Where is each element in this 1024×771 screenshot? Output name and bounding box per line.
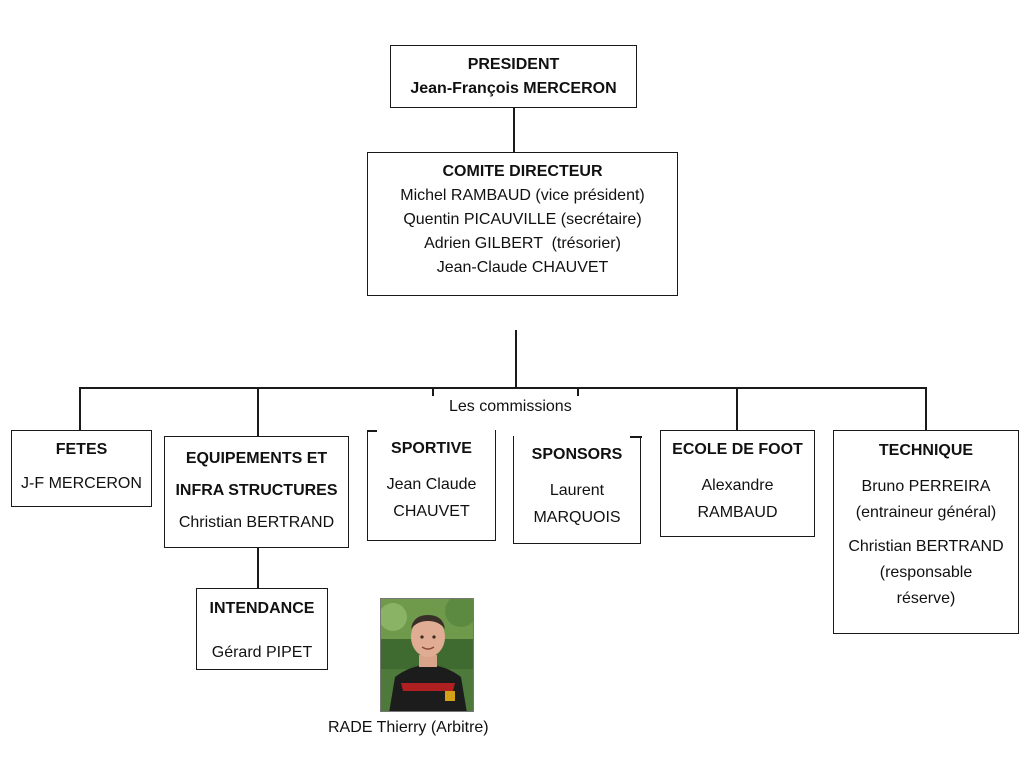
- connector-equipements-intendance: [257, 547, 259, 588]
- intendance-box: INTENDANCE Gérard PIPET: [196, 588, 328, 670]
- connector-technique: [925, 387, 927, 430]
- fetes-box: FETES J-F MERCERON: [11, 430, 152, 507]
- ecole-title: ECOLE DE FOOT: [672, 441, 803, 458]
- president-title: PRESIDENT: [467, 56, 560, 73]
- connector-ecole: [736, 387, 738, 430]
- technique-title: TECHNIQUE: [878, 442, 974, 459]
- technique-member: (entraineur général): [855, 504, 997, 521]
- technique-member: réserve): [896, 590, 956, 607]
- fetes-title: FETES: [55, 441, 108, 458]
- connector-president-comite: [513, 107, 515, 152]
- sportive-box: SPORTIVE Jean Claude CHAUVET: [366, 430, 496, 541]
- sponsors-box: SPONSORS Laurent MARQUOIS: [513, 436, 642, 544]
- equipements-box: EQUIPEMENTS ET INFRA STRUCTURES Christia…: [164, 436, 349, 548]
- connector-fetes: [79, 387, 81, 430]
- president-name: Jean-François MERCERON: [410, 80, 617, 97]
- fetes-member: J-F MERCERON: [21, 475, 142, 492]
- connector-sponsors: [577, 387, 579, 396]
- referee-photo: [380, 598, 474, 712]
- technique-member: (responsable: [879, 564, 973, 581]
- connector-equipements: [257, 387, 259, 436]
- comite-member: Michel RAMBAUD (vice président): [400, 187, 645, 204]
- ecole-de-foot-box: ECOLE DE FOOT Alexandre RAMBAUD: [660, 430, 815, 537]
- intendance-title: INTENDANCE: [209, 600, 315, 617]
- technique-member: Christian BERTRAND: [848, 538, 1004, 555]
- sportive-title: SPORTIVE: [391, 440, 472, 457]
- sportive-member: Jean Claude: [386, 476, 477, 493]
- connector-comite-commissions: [515, 330, 517, 388]
- ecole-member: Alexandre: [701, 477, 774, 494]
- technique-box: TECHNIQUE Bruno PERREIRA (entraineur gén…: [833, 430, 1019, 634]
- comite-member: Jean-Claude CHAUVET: [436, 259, 609, 276]
- comite-directeur-box: COMITE DIRECTEUR Michel RAMBAUD (vice pr…: [367, 152, 678, 296]
- ecole-member: RAMBAUD: [697, 504, 778, 521]
- equipements-title: INFRA STRUCTURES: [175, 482, 338, 499]
- sponsors-member: MARQUOIS: [533, 509, 621, 526]
- referee-caption: RADE Thierry (Arbitre): [328, 719, 489, 736]
- comite-title: COMITE DIRECTEUR: [442, 163, 603, 180]
- intendance-member: Gérard PIPET: [211, 644, 313, 661]
- equipements-member: Christian BERTRAND: [178, 514, 335, 531]
- sportive-member: CHAUVET: [393, 503, 470, 520]
- comite-member: Quentin PICAUVILLE (secrétaire): [403, 211, 642, 228]
- comite-member: Adrien GILBERT (trésorier): [424, 235, 621, 252]
- president-box: PRESIDENT Jean-François MERCERON: [390, 45, 637, 108]
- connector-sportive: [432, 387, 434, 396]
- technique-member: Bruno PERREIRA: [861, 478, 991, 495]
- equipements-title: EQUIPEMENTS ET: [185, 450, 328, 467]
- sponsors-title: SPONSORS: [531, 446, 623, 463]
- sponsors-member: Laurent: [549, 482, 605, 499]
- commissions-label: Les commissions: [449, 398, 572, 415]
- commissions-bar: [79, 387, 926, 389]
